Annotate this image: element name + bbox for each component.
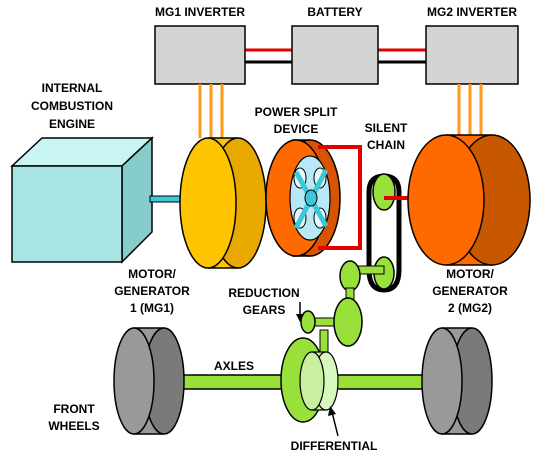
- wheels-label-line1: FRONT: [53, 402, 95, 416]
- chain-label-line2: CHAIN: [367, 138, 405, 152]
- engine-label-line2: COMBUSTION: [31, 99, 113, 113]
- right-front-wheel: [421, 327, 493, 435]
- mg2-inverter-box: [425, 25, 519, 85]
- chain-label-line1: SILENT: [365, 121, 408, 135]
- chain-drive-sprocket: [372, 173, 396, 211]
- mg2-label-line1: MOTOR/: [446, 267, 494, 281]
- mg2-inverter-label: MG2 INVERTER: [427, 5, 517, 19]
- mg1-inverter-label: MG1 INVERTER: [155, 5, 245, 19]
- axles-label: AXLES: [214, 359, 254, 373]
- mg1-label-line3: 1 (MG1): [130, 301, 174, 315]
- engine-block: [10, 136, 154, 264]
- mg1-label-line2: GENERATOR: [114, 284, 190, 298]
- engine-label-line3: ENGINE: [49, 117, 95, 131]
- mg2-label-line3: 2 (MG2): [448, 301, 492, 315]
- mg1-inverter-box: [154, 25, 246, 85]
- reduction-gears: [300, 260, 385, 357]
- reduction-label-line2: GEARS: [243, 303, 286, 317]
- left-front-wheel: [113, 327, 185, 435]
- ring-gear-bracket: [318, 145, 362, 250]
- mg1-label-line1: MOTOR/: [128, 267, 176, 281]
- mg1-power-cables: [198, 84, 224, 138]
- battery-wiring: [245, 48, 426, 64]
- mg1-motor: [179, 137, 267, 269]
- engine-label-line1: INTERNAL: [42, 81, 103, 95]
- callout-arrows: [296, 302, 339, 437]
- battery-box: [291, 25, 379, 85]
- mg2-motor: [407, 134, 531, 266]
- wheels-label-line2: WHEELS: [48, 419, 99, 433]
- battery-label: BATTERY: [307, 5, 362, 19]
- psd-label-line2: DEVICE: [274, 122, 319, 136]
- differential: [280, 337, 339, 423]
- reduction-label-line1: REDUCTION: [228, 286, 299, 300]
- differential-label: DIFFERENTIAL: [291, 439, 378, 453]
- psd-label-line1: POWER SPLIT: [255, 105, 338, 119]
- mg2-power-cables: [457, 84, 483, 135]
- power-split-device: [265, 139, 341, 257]
- mg2-label-line2: GENERATOR: [432, 284, 508, 298]
